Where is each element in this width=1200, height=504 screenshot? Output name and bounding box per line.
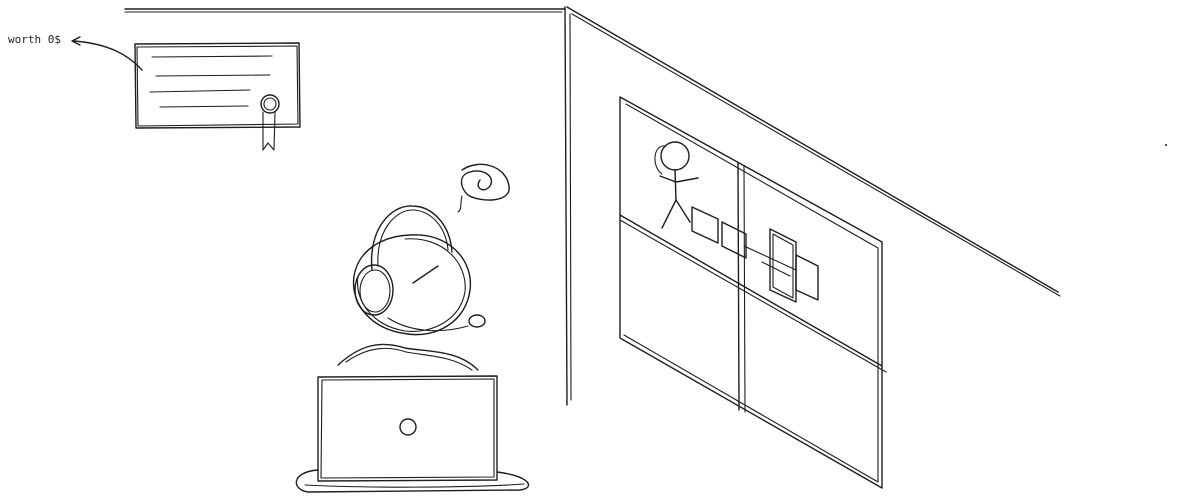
mouth-line — [412, 265, 439, 284]
headset-icon — [354, 205, 486, 332]
shoulders — [337, 343, 479, 371]
certificate-annotation: worth 0$ — [8, 33, 143, 71]
ribbon-seal-icon — [260, 94, 280, 151]
logo-icon — [399, 418, 417, 436]
worth-label: worth 0$ — [8, 33, 61, 46]
stick-figure — [654, 141, 699, 229]
certificate — [134, 42, 301, 151]
head — [352, 234, 472, 336]
window-board — [619, 96, 887, 489]
annotation-arrow — [73, 40, 143, 71]
stray-dot — [1165, 144, 1167, 146]
flowchart-boxes — [691, 206, 819, 303]
thought-scribble — [457, 163, 510, 213]
room-walls — [124, 6, 1061, 406]
person-with-headset — [337, 163, 510, 371]
laptop — [295, 375, 530, 493]
